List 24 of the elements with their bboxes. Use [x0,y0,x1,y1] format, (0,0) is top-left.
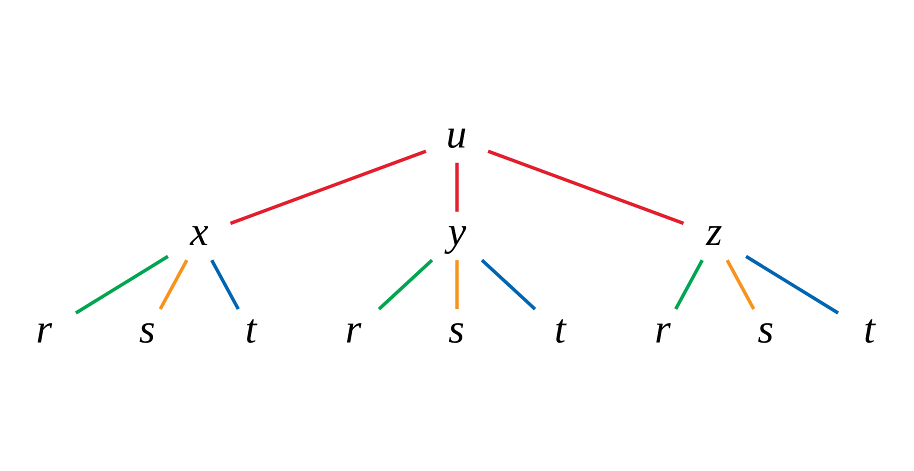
node-text: t [864,304,876,351]
node-text: s [448,304,464,351]
connector [210,258,240,310]
connector [230,149,426,224]
node-text: u [446,110,467,156]
connector [726,258,756,310]
node-text: r [654,304,671,351]
node-text: s [139,304,156,351]
connector [480,258,536,310]
node-text: t [245,304,257,351]
connector [745,254,840,314]
connector [74,254,169,314]
node-text: t [554,304,566,351]
connector [158,258,188,310]
node-text: z [706,207,722,254]
connector [378,258,434,310]
connector [488,149,684,224]
node-text: r [345,304,362,351]
node-text: r [36,304,52,351]
connector [674,258,704,310]
connector [455,260,459,309]
node-text: x [190,207,208,254]
node-text: s [758,304,774,351]
connector [455,162,459,212]
